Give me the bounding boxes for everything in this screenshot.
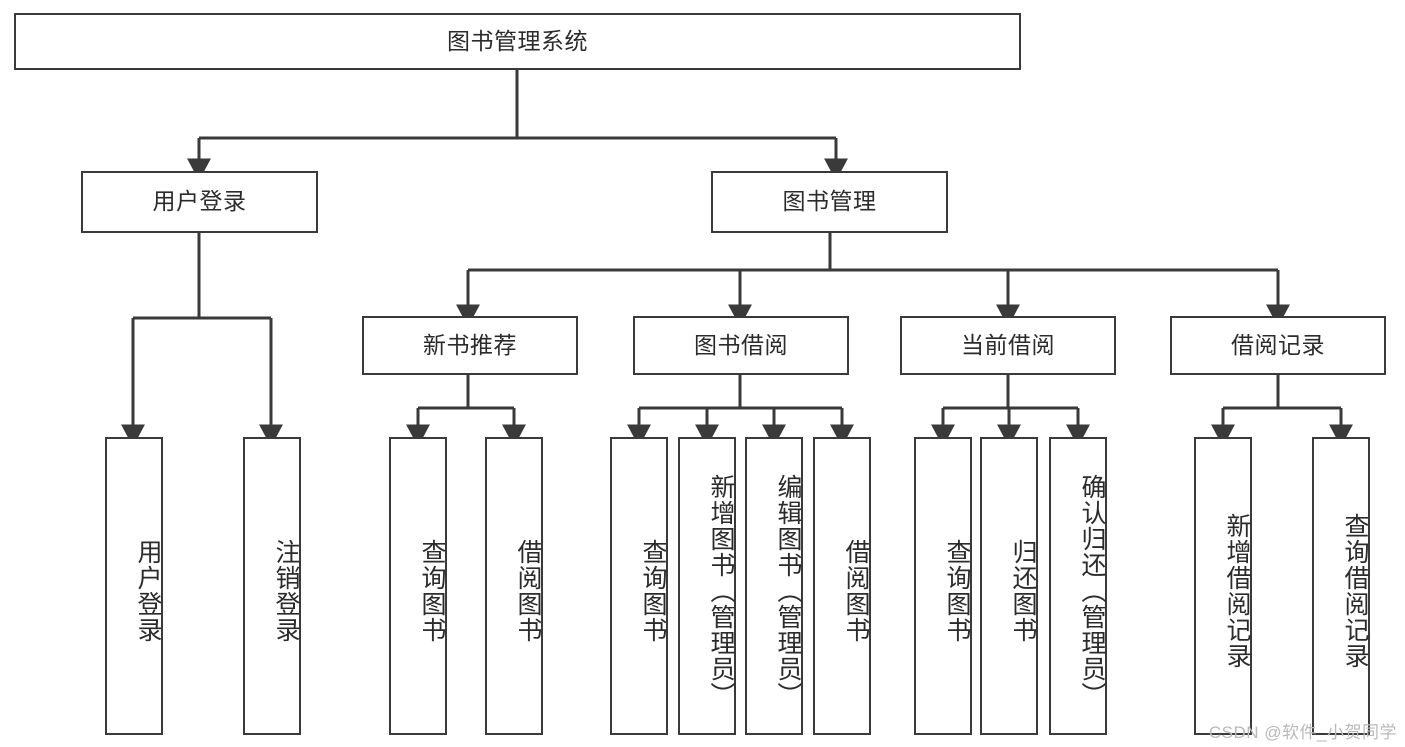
node-leaf-borrow-add-book-label: 新增图书（管理员） xyxy=(707,474,735,708)
node-leaf-borrow-query-book-label: 查询图书 xyxy=(639,539,667,643)
node-leaf-record-add-record-label: 新增借阅记录 xyxy=(1223,513,1251,669)
node-book-management[interactable]: 图书管理 xyxy=(711,171,948,233)
node-leaf-borrow-borrow-book-label: 借阅图书 xyxy=(842,539,870,643)
node-borrow-record[interactable]: 借阅记录 xyxy=(1170,316,1386,375)
node-leaf-user-login-logout[interactable]: 注销登录 xyxy=(243,437,301,735)
node-book-management-label: 图书管理 xyxy=(782,188,877,215)
node-current-borrow-label: 当前借阅 xyxy=(961,331,1055,358)
node-leaf-borrow-borrow-book[interactable]: 借阅图书 xyxy=(813,437,871,735)
node-leaf-current-return-book-label: 归还图书 xyxy=(1009,539,1037,643)
node-leaf-record-add-record[interactable]: 新增借阅记录 xyxy=(1194,437,1252,735)
node-leaf-user-login-login[interactable]: 用户登录 xyxy=(105,437,163,735)
node-user-login-label: 用户登录 xyxy=(152,188,247,215)
node-leaf-record-query-record-label: 查询借阅记录 xyxy=(1341,513,1369,669)
node-leaf-current-query-book[interactable]: 查询图书 xyxy=(914,437,972,735)
node-book-borrow-label: 图书借阅 xyxy=(694,331,788,358)
node-leaf-newbook-borrow-book[interactable]: 借阅图书 xyxy=(485,437,543,735)
node-book-borrow[interactable]: 图书借阅 xyxy=(633,316,849,375)
node-borrow-record-label: 借阅记录 xyxy=(1231,331,1325,358)
node-root-system-label: 图书管理系统 xyxy=(447,27,588,54)
node-leaf-current-confirm-return[interactable]: 确认归还（管理员） xyxy=(1049,437,1107,735)
node-leaf-borrow-edit-book-label: 编辑图书（管理员） xyxy=(774,474,802,708)
node-leaf-borrow-query-book[interactable]: 查询图书 xyxy=(610,437,668,735)
node-leaf-borrow-edit-book[interactable]: 编辑图书（管理员） xyxy=(745,437,803,735)
node-current-borrow[interactable]: 当前借阅 xyxy=(900,316,1116,375)
node-leaf-current-confirm-return-label: 确认归还（管理员） xyxy=(1078,474,1106,708)
node-leaf-record-query-record[interactable]: 查询借阅记录 xyxy=(1312,437,1370,735)
node-leaf-user-login-logout-label: 注销登录 xyxy=(272,539,300,643)
node-leaf-current-return-book[interactable]: 归还图书 xyxy=(980,437,1038,735)
node-leaf-newbook-borrow-book-label: 借阅图书 xyxy=(514,539,542,643)
node-new-book-recommend-label: 新书推荐 xyxy=(423,331,517,358)
node-leaf-newbook-query-book[interactable]: 查询图书 xyxy=(389,437,447,735)
csdn-watermark: CSDN @软件_小贺同学 xyxy=(1208,723,1397,742)
node-root-system[interactable]: 图书管理系统 xyxy=(14,13,1021,70)
node-leaf-borrow-add-book[interactable]: 新增图书（管理员） xyxy=(678,437,736,735)
node-new-book-recommend[interactable]: 新书推荐 xyxy=(362,316,578,375)
node-leaf-newbook-query-book-label: 查询图书 xyxy=(418,539,446,643)
node-leaf-current-query-book-label: 查询图书 xyxy=(943,539,971,643)
node-user-login[interactable]: 用户登录 xyxy=(81,171,318,233)
node-leaf-user-login-login-label: 用户登录 xyxy=(134,539,162,643)
